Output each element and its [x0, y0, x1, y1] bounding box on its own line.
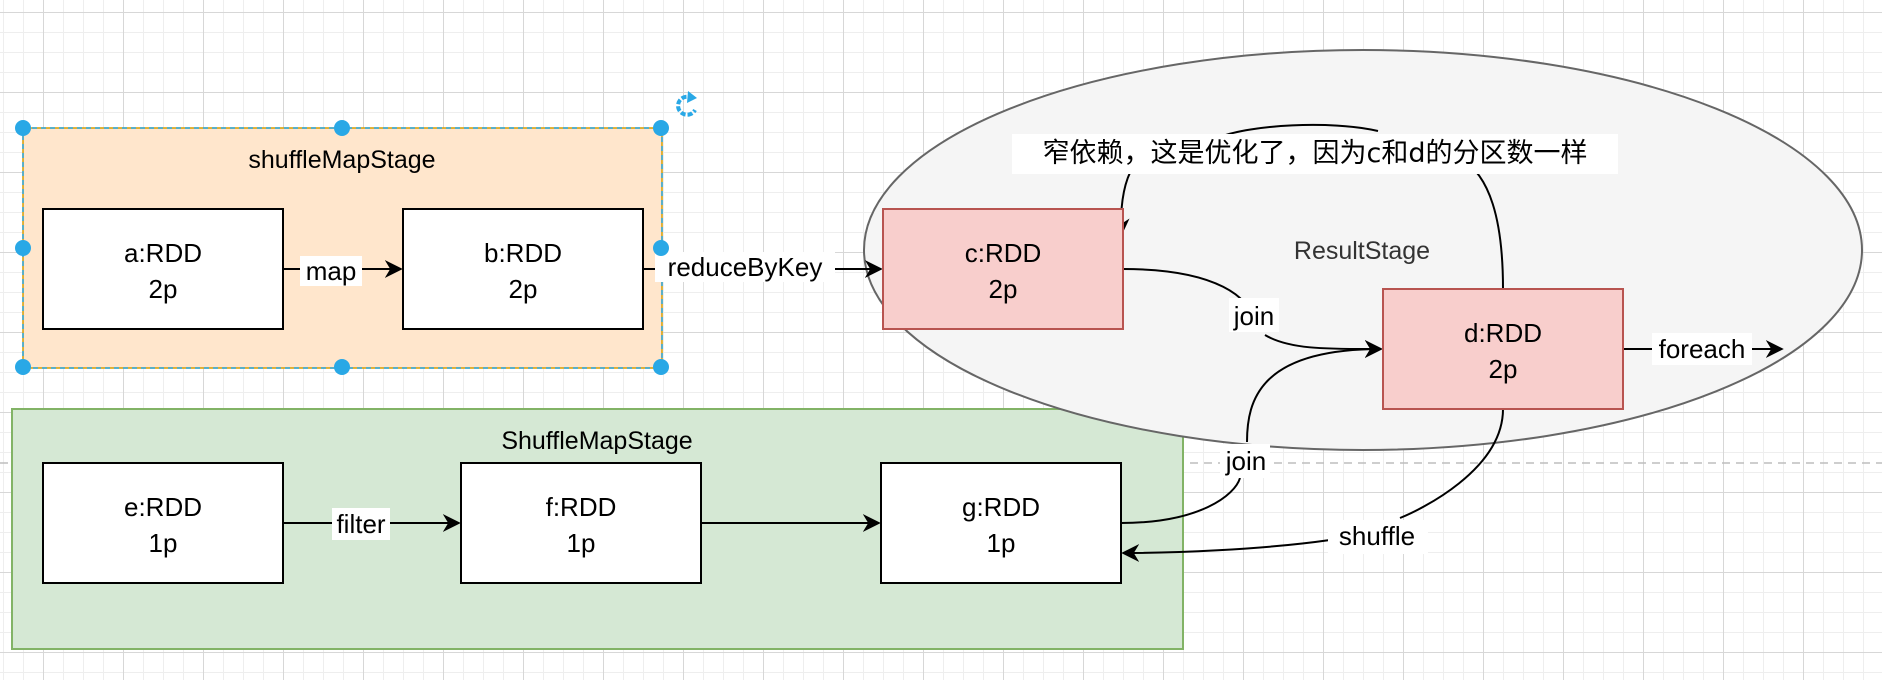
rdd-partitions: 1p: [567, 528, 596, 558]
rdd-box[interactable]: [882, 208, 1124, 330]
edge-label-shuffle[interactable]: shuffle: [1339, 521, 1415, 551]
label-bg: [1328, 520, 1428, 554]
rdd-box[interactable]: [1382, 288, 1624, 410]
rdd-d[interactable]: d:RDD 2p: [1382, 288, 1624, 410]
rdd-name: b:RDD: [484, 238, 562, 268]
edge-label-foreach[interactable]: foreach: [1659, 334, 1746, 364]
label-bg: [300, 256, 362, 286]
label-bg: [1012, 134, 1618, 174]
resize-handle-bottom[interactable]: [334, 359, 350, 375]
edge-shuffle[interactable]: [1123, 408, 1504, 553]
rdd-partitions: 2p: [1489, 354, 1518, 384]
resize-handle-left[interactable]: [15, 240, 31, 256]
rdd-partitions: 2p: [509, 274, 538, 304]
rdd-partitions: 1p: [149, 528, 178, 558]
rdd-name: e:RDD: [124, 492, 202, 522]
selection-handles[interactable]: [15, 91, 697, 375]
resize-handle-right[interactable]: [653, 240, 669, 256]
rdd-partitions: 1p: [987, 528, 1016, 558]
rdd-box[interactable]: [42, 462, 284, 584]
rotate-icon[interactable]: [676, 91, 697, 117]
resize-handle-top-right[interactable]: [653, 120, 669, 136]
resize-handle-bottom-left[interactable]: [15, 359, 31, 375]
rdd-name: c:RDD: [965, 238, 1042, 268]
rdd-name: f:RDD: [546, 492, 617, 522]
resize-handle-top[interactable]: [334, 120, 350, 136]
rdd-name: a:RDD: [124, 238, 202, 268]
resize-handle-bottom-right[interactable]: [653, 359, 669, 375]
edge-label-map[interactable]: map: [306, 256, 357, 286]
rdd-a[interactable]: a:RDD 2p: [42, 208, 284, 330]
label-bg: [1229, 298, 1279, 332]
resize-handle-top-left[interactable]: [15, 120, 31, 136]
edge-label-reduce-by-key[interactable]: reduceByKey: [668, 252, 823, 282]
stage-label: shuffleMapStage: [248, 146, 435, 174]
edge-label-join-g-d[interactable]: join: [1225, 446, 1266, 476]
rdd-c[interactable]: c:RDD 2p: [882, 208, 1124, 330]
rdd-b[interactable]: b:RDD 2p: [402, 208, 644, 330]
rdd-g[interactable]: g:RDD 1p: [880, 462, 1122, 584]
label-bg: [1220, 444, 1270, 478]
rdd-partitions: 2p: [149, 274, 178, 304]
edge-labels: map reduceByKey join join foreach filter…: [300, 134, 1752, 554]
label-bg: [655, 252, 835, 282]
annotation-narrow-dependency[interactable]: 窄依赖，这是优化了，因为c和d的分区数一样: [1043, 138, 1588, 169]
rdd-box[interactable]: [460, 462, 702, 584]
rdd-box[interactable]: [402, 208, 644, 330]
stage-label: ResultStage: [1294, 237, 1430, 265]
edge-label-filter[interactable]: filter: [336, 509, 385, 539]
edge-label-join-c-d[interactable]: join: [1233, 301, 1274, 331]
edge-join-g-d[interactable]: [1120, 349, 1381, 524]
rdd-name: g:RDD: [962, 492, 1040, 522]
stage-label: ShuffleMapStage: [501, 427, 692, 455]
rdd-partitions: 2p: [989, 274, 1018, 304]
rdd-box[interactable]: [42, 208, 284, 330]
label-bg: [1652, 333, 1752, 365]
rdd-name: d:RDD: [1464, 318, 1542, 348]
label-bg: [332, 508, 390, 540]
rdd-e[interactable]: e:RDD 1p: [42, 462, 284, 584]
rdd-box[interactable]: [880, 462, 1122, 584]
rdd-f[interactable]: f:RDD 1p: [460, 462, 702, 584]
